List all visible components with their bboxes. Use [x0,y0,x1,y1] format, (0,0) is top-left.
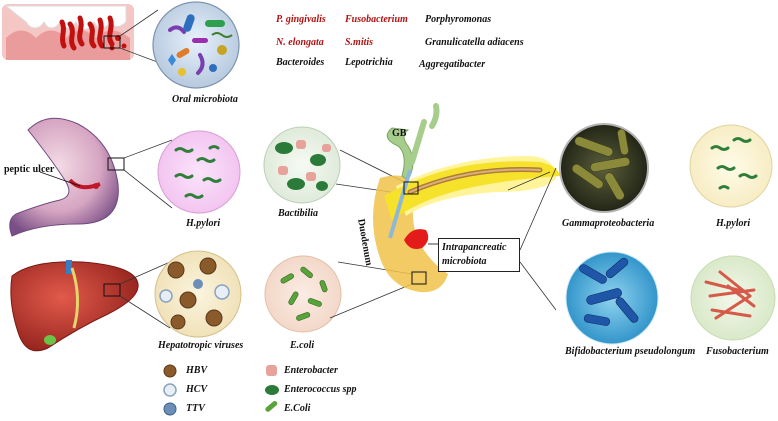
bifidobacterium-label: Bifidobacterium pseudolongum [565,346,696,357]
oral-bacteria-granulicatella: Granulicatella adiacens [425,37,524,48]
legend-enterobacter-icon [266,365,277,376]
fusobacterium-label: Fusobacterium [706,346,769,357]
bifidobacterium-circle [565,251,659,345]
h-pylori-circle-right [689,124,773,208]
legend-ttv-label: TTV [186,403,205,414]
legend-hcv-label: HCV [186,384,208,395]
fusobacterium-circle [690,255,776,341]
oral-bacteria-p-gingivalis: P. gingivalis [276,14,326,25]
peptic-ulcer-label: peptic ulcer [4,164,55,175]
oral-bacteria-bacteroides: Bacteroides [276,57,325,68]
hepatotropic-viruses-label: Hepatotropic viruses [158,340,244,351]
oral-bacteria-aggregatibacter: Aggregatibacter [419,59,486,70]
legend-enterobacter-label: Enterobacter [284,365,338,376]
bactibilia-circle [263,126,341,204]
intrapancreatic-label-line1: Intrapancreatic [442,242,507,253]
intrapancreatic-microbiota-box: Intrapancreatic microbiota [438,238,520,272]
oral-microbiota-circle [152,1,240,89]
legend-hbv-icon [163,364,177,378]
teeth-gums-illustration [2,4,134,60]
legend-hcv-icon [163,383,177,397]
legend-ttv-icon [163,402,177,416]
oral-bacteria-porphyromonas: Porphyromonas [425,14,492,25]
oral-bacteria-s-mitis: S.mitis [345,37,374,48]
e-coli-circle [264,255,342,333]
oral-bacteria-n-elongata: N. elongata [276,37,324,48]
intrapancreatic-label-line2: microbiota [442,256,487,267]
liver-illustration [10,260,139,352]
legend-enterococcus-icon [265,385,279,395]
oral-microbiota-label: Oral microbiota [172,94,238,105]
hepatotropic-viruses-circle [154,250,242,338]
pancreas-biliary-illustration [373,103,560,293]
h-pylori-left-label: H.pylori [186,218,221,229]
h-pylori-right-label: H.pylori [716,218,751,229]
gammaproteobacteria-circle [559,123,649,213]
legend-enterococcus-label: Enterococcus spp [284,384,357,395]
bactibilia-label: Bactibilia [278,208,318,219]
e-coli-label: E.coli [290,340,315,351]
gb-label: GB [392,128,407,139]
legend-hbv-label: HBV [186,365,208,376]
legend-ecoli-label: E.Coli [284,403,311,414]
gammaproteobacteria-label: Gammaproteobacteria [562,218,655,229]
h-pylori-circle-left [157,130,241,214]
oral-bacteria-fusobacterium: Fusobacterium [345,14,408,25]
stomach-illustration [9,117,125,237]
legend-ecoli-icon [265,400,278,412]
oral-bacteria-lepotrichia: Lepotrichia [345,57,393,68]
